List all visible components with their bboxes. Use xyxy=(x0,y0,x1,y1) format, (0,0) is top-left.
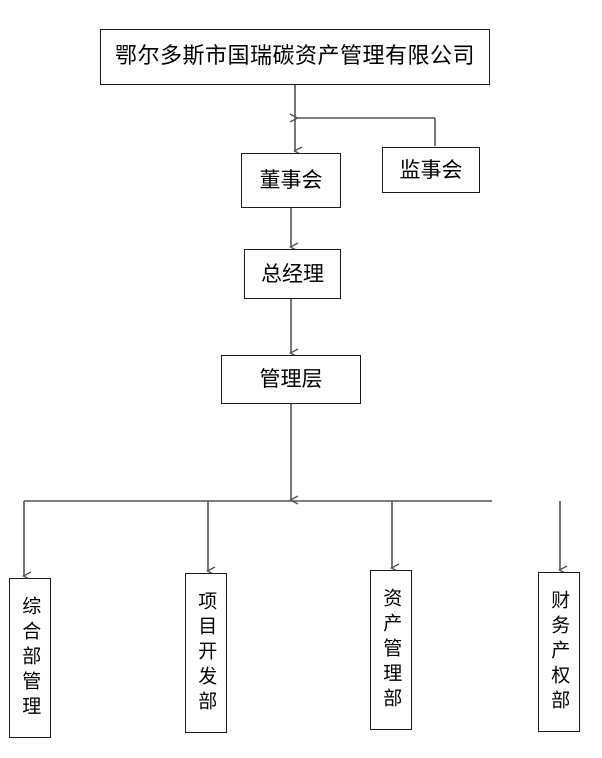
node-board-of-supervisors-label: 监事会 xyxy=(399,157,463,182)
node-department-0[interactable]: 综合部管理 xyxy=(9,578,51,738)
node-department-2-label: 资产管理部 xyxy=(380,587,403,713)
node-management-layer[interactable]: 管理层 xyxy=(221,355,361,404)
node-company-root[interactable]: 鄂尔多斯市国瑞碳资产管理有限公司 xyxy=(100,29,490,85)
node-department-0-label: 综合部管理 xyxy=(19,595,42,721)
node-department-2[interactable]: 资产管理部 xyxy=(370,570,412,730)
node-management-layer-label: 管理层 xyxy=(259,367,323,392)
node-board-of-directors[interactable]: 董事会 xyxy=(241,153,341,208)
node-department-3-label: 财务产权部 xyxy=(548,589,571,715)
node-department-1[interactable]: 项目开发部 xyxy=(185,573,227,733)
node-general-manager-label: 总经理 xyxy=(261,261,324,286)
node-department-3[interactable]: 财务产权部 xyxy=(538,572,580,732)
node-board-of-directors-label: 董事会 xyxy=(259,168,323,193)
node-department-1-label: 项目开发部 xyxy=(195,590,218,716)
node-general-manager[interactable]: 总经理 xyxy=(244,249,341,299)
node-company-root-label: 鄂尔多斯市国瑞碳资产管理有限公司 xyxy=(114,44,475,70)
node-board-of-supervisors[interactable]: 监事会 xyxy=(382,147,480,193)
